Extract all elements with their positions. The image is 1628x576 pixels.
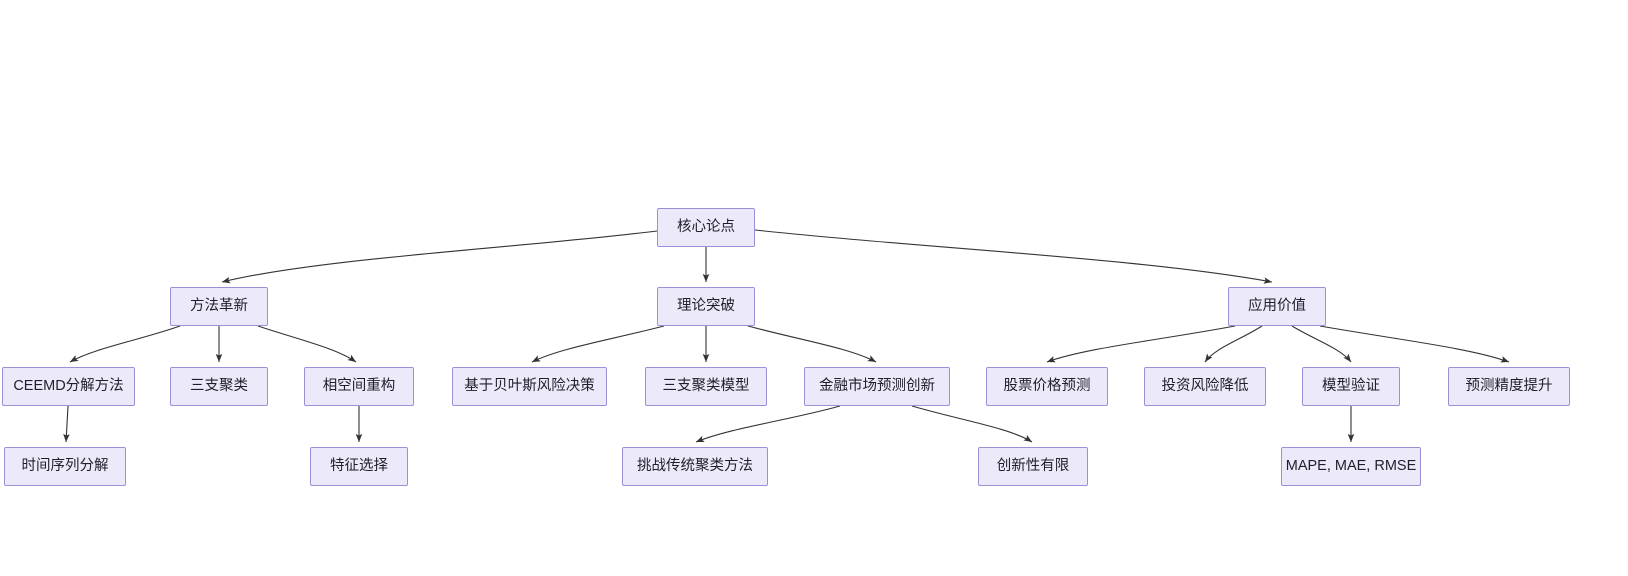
node-n14[interactable]: 时间序列分解	[4, 447, 126, 486]
node-n2[interactable]: 理论突破	[657, 287, 755, 326]
node-n7[interactable]: 基于贝叶斯风险决策	[452, 367, 607, 406]
edge-n4-to-n14	[63, 405, 70, 443]
node-n6[interactable]: 相空间重构	[304, 367, 414, 406]
node-label: 预测精度提升	[1465, 378, 1553, 395]
node-label: 股票价格预测	[1003, 378, 1091, 395]
node-n3[interactable]: 应用价值	[1228, 287, 1326, 326]
edge-n3-to-n13	[1319, 325, 1510, 363]
node-n10[interactable]: 股票价格预测	[986, 367, 1108, 406]
node-label: 金融市场预测创新	[819, 378, 935, 395]
node-label: 方法革新	[190, 298, 248, 315]
node-label: 应用价值	[1248, 298, 1306, 315]
node-n16[interactable]: 挑战传统聚类方法	[622, 447, 768, 486]
node-label: 时间序列分解	[21, 458, 109, 475]
node-n17[interactable]: 创新性有限	[978, 447, 1088, 486]
edge-n2-to-n7	[531, 325, 665, 363]
node-label: 理论突破	[677, 298, 735, 315]
node-n0[interactable]: 核心论点	[657, 208, 755, 247]
edge-n1-to-n6	[257, 325, 357, 363]
edge-n0-to-n3	[754, 229, 1273, 284]
edge-n9-to-n16	[695, 405, 841, 443]
node-label: 特征选择	[330, 458, 388, 475]
node-label: 投资风险降低	[1161, 378, 1249, 395]
edge-n3-to-n10	[1046, 325, 1236, 363]
node-label: MAPE, MAE, RMSE	[1285, 458, 1417, 475]
node-n8[interactable]: 三支聚类模型	[645, 367, 767, 406]
node-n9[interactable]: 金融市场预测创新	[804, 367, 950, 406]
node-label: 模型验证	[1322, 378, 1380, 395]
edge-n1-to-n4	[69, 325, 181, 363]
node-label: 相空间重构	[322, 378, 396, 395]
node-label: 基于贝叶斯风险决策	[464, 378, 595, 395]
edge-n3-to-n12	[1291, 325, 1352, 363]
node-n4[interactable]: CEEMD分解方法	[2, 367, 135, 406]
node-n1[interactable]: 方法革新	[170, 287, 268, 326]
edge-n2-to-n9	[747, 325, 877, 363]
node-label: 创新性有限	[996, 458, 1070, 475]
node-label: 核心论点	[677, 219, 735, 236]
edge-n3-to-n11	[1204, 325, 1263, 363]
edge-n0-to-n1	[221, 230, 658, 284]
node-label: 三支聚类模型	[662, 378, 750, 395]
node-n5[interactable]: 三支聚类	[170, 367, 268, 406]
node-n15[interactable]: 特征选择	[310, 447, 408, 486]
node-n12[interactable]: 模型验证	[1302, 367, 1400, 406]
node-label: CEEMD分解方法	[13, 378, 124, 395]
node-n13[interactable]: 预测精度提升	[1448, 367, 1570, 406]
node-label: 挑战传统聚类方法	[637, 458, 753, 475]
edge-n9-to-n17	[911, 405, 1033, 443]
node-n18[interactable]: MAPE, MAE, RMSE	[1281, 447, 1421, 486]
node-label: 三支聚类	[190, 378, 248, 395]
node-n11[interactable]: 投资风险降低	[1144, 367, 1266, 406]
